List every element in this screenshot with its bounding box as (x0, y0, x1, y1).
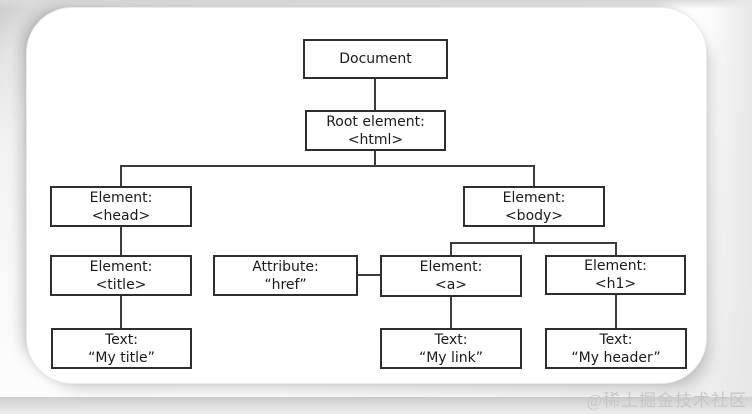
node-text-my-header-label: Text: (599, 331, 633, 348)
node-element-a-label: Element: (419, 259, 483, 275)
node-root-element-label: <html> (347, 131, 404, 148)
top-shading (0, 0, 752, 9)
node-element-h1-label: Element: (584, 258, 647, 274)
node-element-title-label: <title> (95, 276, 147, 293)
node-element-body: Element:<body> (463, 186, 605, 227)
node-element-title-label: Element: (89, 258, 153, 275)
node-document-label: Document (339, 51, 412, 67)
node-element-head-label: <head> (91, 207, 151, 224)
right-shading (710, 0, 752, 414)
node-text-my-header: Text:“My header” (545, 328, 687, 369)
node-text-my-link-label: Text: (434, 331, 468, 348)
node-attribute-href-label: Attribute: (252, 258, 319, 275)
connector-root-down (374, 150, 376, 167)
connector-attribute-to-a (357, 274, 380, 276)
node-root-element-label: Root element: (326, 113, 425, 130)
watermark: @稀土掘金技术社区 (586, 391, 747, 410)
node-element-title: Element:<title> (50, 255, 192, 296)
node-text-my-title-label: “My title” (88, 349, 155, 366)
connector-branch-to-a (450, 242, 452, 255)
node-element-head: Element:<head> (50, 186, 192, 227)
connector-root-branch (120, 165, 535, 167)
connector-a-to-mylink (450, 297, 452, 328)
node-attribute-href: Attribute:“href” (213, 255, 358, 296)
node-document: Document (303, 39, 448, 79)
connector-branch-to-h1 (615, 242, 617, 255)
node-root-element: Root element:<html> (305, 110, 446, 151)
connector-branch-to-body (533, 165, 535, 186)
connector-body-down (533, 226, 535, 244)
node-element-a-label: <a> (434, 277, 468, 293)
node-text-my-header-label: “My header” (571, 349, 661, 366)
node-element-a: Element: <a> (380, 255, 522, 297)
node-text-my-title-label: Text: (104, 331, 139, 348)
connector-branch-to-head (120, 165, 122, 186)
node-text-my-link: Text:“My link” (380, 328, 522, 369)
node-attribute-href-label: “href” (264, 276, 307, 293)
node-element-h1: Element: <h1> (545, 255, 686, 295)
node-element-body-label: <body> (504, 207, 564, 224)
node-element-h1-label: <h1> (594, 276, 637, 292)
bottom-shading (0, 397, 752, 414)
node-text-my-title: Text:“My title” (51, 328, 192, 369)
node-text-my-link-label: “My link” (418, 349, 484, 366)
connector-title-to-mytitle (120, 295, 122, 328)
connector-body-branch (450, 242, 617, 244)
connector-head-to-title (120, 226, 122, 255)
node-element-head-label: Element: (89, 189, 153, 206)
connector-document-to-root (374, 79, 376, 110)
connector-h1-to-myheader (615, 295, 617, 328)
node-element-body-label: Element: (502, 189, 566, 206)
